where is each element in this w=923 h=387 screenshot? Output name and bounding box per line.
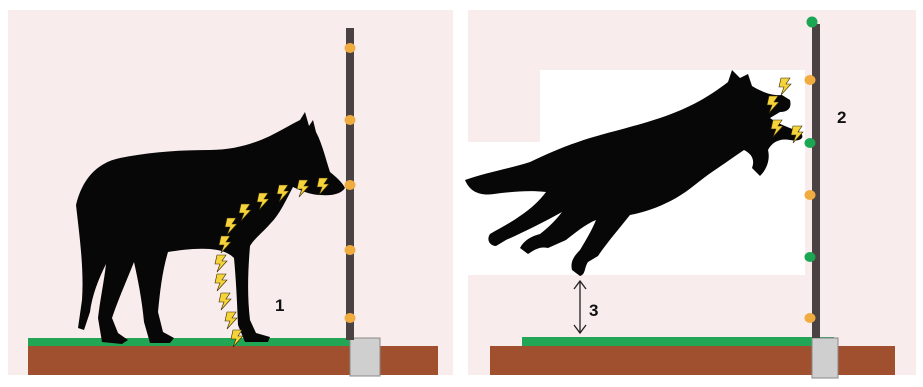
grass-strip-left (28, 338, 380, 347)
label-clearance: 3 (589, 301, 598, 320)
post-base-right (812, 338, 838, 378)
insulator (345, 245, 356, 255)
insulator (345, 115, 356, 125)
insulator-green (805, 252, 816, 262)
fence-post-right (812, 24, 820, 338)
insulator (805, 190, 816, 200)
insulator (805, 75, 816, 85)
post-base-left (350, 338, 380, 376)
label-jump-contact: 2 (837, 108, 846, 127)
insulator (805, 313, 816, 323)
insulator-green (805, 138, 816, 148)
insulator (345, 43, 356, 53)
insulator (345, 180, 356, 190)
insulator-green (807, 17, 818, 28)
insulator (345, 313, 356, 323)
label-touch: 1 (275, 296, 284, 315)
